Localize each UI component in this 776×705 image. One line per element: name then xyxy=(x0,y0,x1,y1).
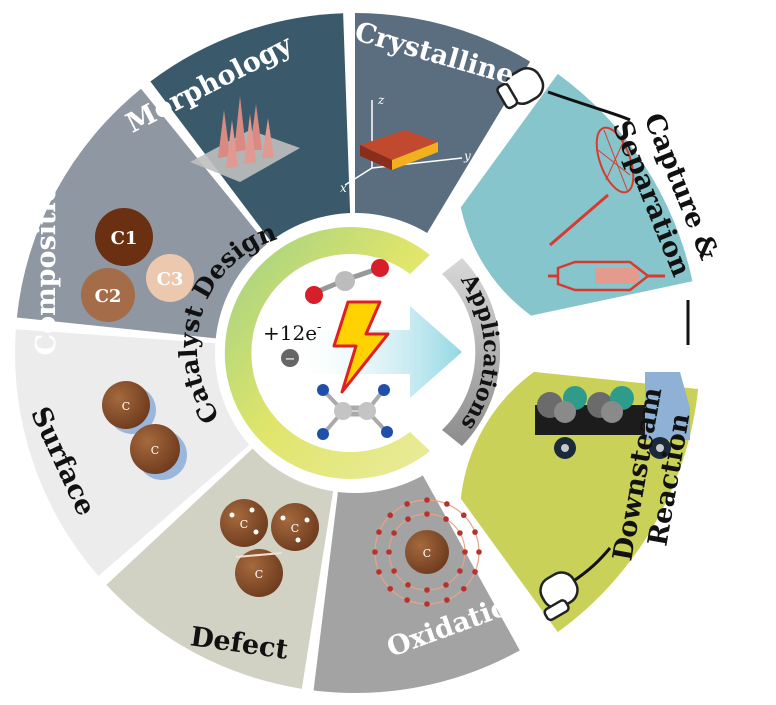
electron-sign: − xyxy=(285,352,296,367)
oxidation-dot xyxy=(404,597,410,603)
oxidation-dot xyxy=(444,501,450,507)
defect-atom-3-label: C xyxy=(255,568,263,581)
oxidation-dot xyxy=(405,582,411,588)
surface-atom-2-label: C xyxy=(151,444,159,457)
oxidation-dot xyxy=(387,512,394,519)
connector-line-bottom xyxy=(571,547,612,584)
segment-defect xyxy=(106,448,334,689)
defect-atoms-icon: C C C xyxy=(220,499,319,597)
application-segments xyxy=(460,73,699,633)
crystal-axes-icon: z y x xyxy=(340,93,471,195)
oxidation-dot xyxy=(444,597,450,603)
oxidation-dot xyxy=(386,549,392,555)
oxidation-dot xyxy=(404,501,410,507)
axis-z-label: z xyxy=(377,93,385,107)
axis-x-label: x xyxy=(340,181,347,195)
composition-c2: C2 xyxy=(95,286,122,307)
oxidation-dot xyxy=(424,511,430,517)
oxidation-dot xyxy=(391,568,397,574)
truck-icon xyxy=(535,372,690,459)
surface-atom-1-label: C xyxy=(122,400,130,413)
electron-count: +12e- xyxy=(263,320,321,345)
co2-molecule-icon xyxy=(305,259,389,304)
oxidation-dot xyxy=(460,585,467,592)
oxidation-dot xyxy=(372,549,378,555)
oxidation-dot xyxy=(424,587,430,593)
axis-y-label: y xyxy=(463,149,471,163)
segment-oxidation xyxy=(313,474,520,693)
ethylene-molecule-icon xyxy=(317,384,393,440)
glove-icon-top xyxy=(496,67,545,110)
oxidation-dot xyxy=(443,516,449,522)
oxidation-dot xyxy=(376,569,382,575)
oxidation-dot xyxy=(376,529,382,535)
oxidation-dot xyxy=(476,549,482,555)
segment-label-composition: Composition xyxy=(31,164,62,355)
design-segments xyxy=(15,13,531,693)
segment-crystalline xyxy=(355,13,531,233)
electron-icon: − xyxy=(281,349,299,367)
app-segment-2 xyxy=(460,371,699,633)
oxidation-dot xyxy=(460,512,467,519)
oxidation-dot xyxy=(387,585,394,592)
conversion-arrow xyxy=(300,306,462,398)
segment-composition xyxy=(16,88,267,339)
oxidation-atom-label: C xyxy=(423,547,431,560)
composition-icon: C1 C2 C3 xyxy=(81,208,194,322)
electron-count-text: +12e xyxy=(263,321,317,345)
oxidation-dot xyxy=(462,549,468,555)
composition-c1: C1 xyxy=(111,228,138,249)
capture-net-icon xyxy=(548,126,665,292)
oxidation-dot xyxy=(457,568,463,574)
oxidation-dot xyxy=(457,530,463,536)
oxidation-dot xyxy=(424,497,430,503)
nanospike-array-icon xyxy=(190,96,300,182)
app-segment-1 xyxy=(460,73,693,316)
oxidation-dot xyxy=(391,530,397,536)
composition-c3: C3 xyxy=(157,269,184,290)
lightning-icon xyxy=(332,300,390,394)
surface-atoms-icon: C C xyxy=(102,381,187,480)
oxidation-dot xyxy=(405,516,411,522)
oxidation-dot xyxy=(443,582,449,588)
catalyst-design-ring xyxy=(224,227,430,480)
oxidation-dot xyxy=(424,601,430,607)
glove-icon-bottom xyxy=(539,571,579,622)
oxidation-shell-icon: C xyxy=(372,497,482,607)
oxidation-dot xyxy=(472,569,478,575)
connector-line-top xyxy=(547,90,631,122)
applications-band xyxy=(442,258,501,446)
oxidation-dot xyxy=(472,529,478,535)
defect-atom-1-label: C xyxy=(240,518,248,531)
electron-superscript: - xyxy=(317,320,321,335)
defect-atom-2-label: C xyxy=(291,522,299,535)
